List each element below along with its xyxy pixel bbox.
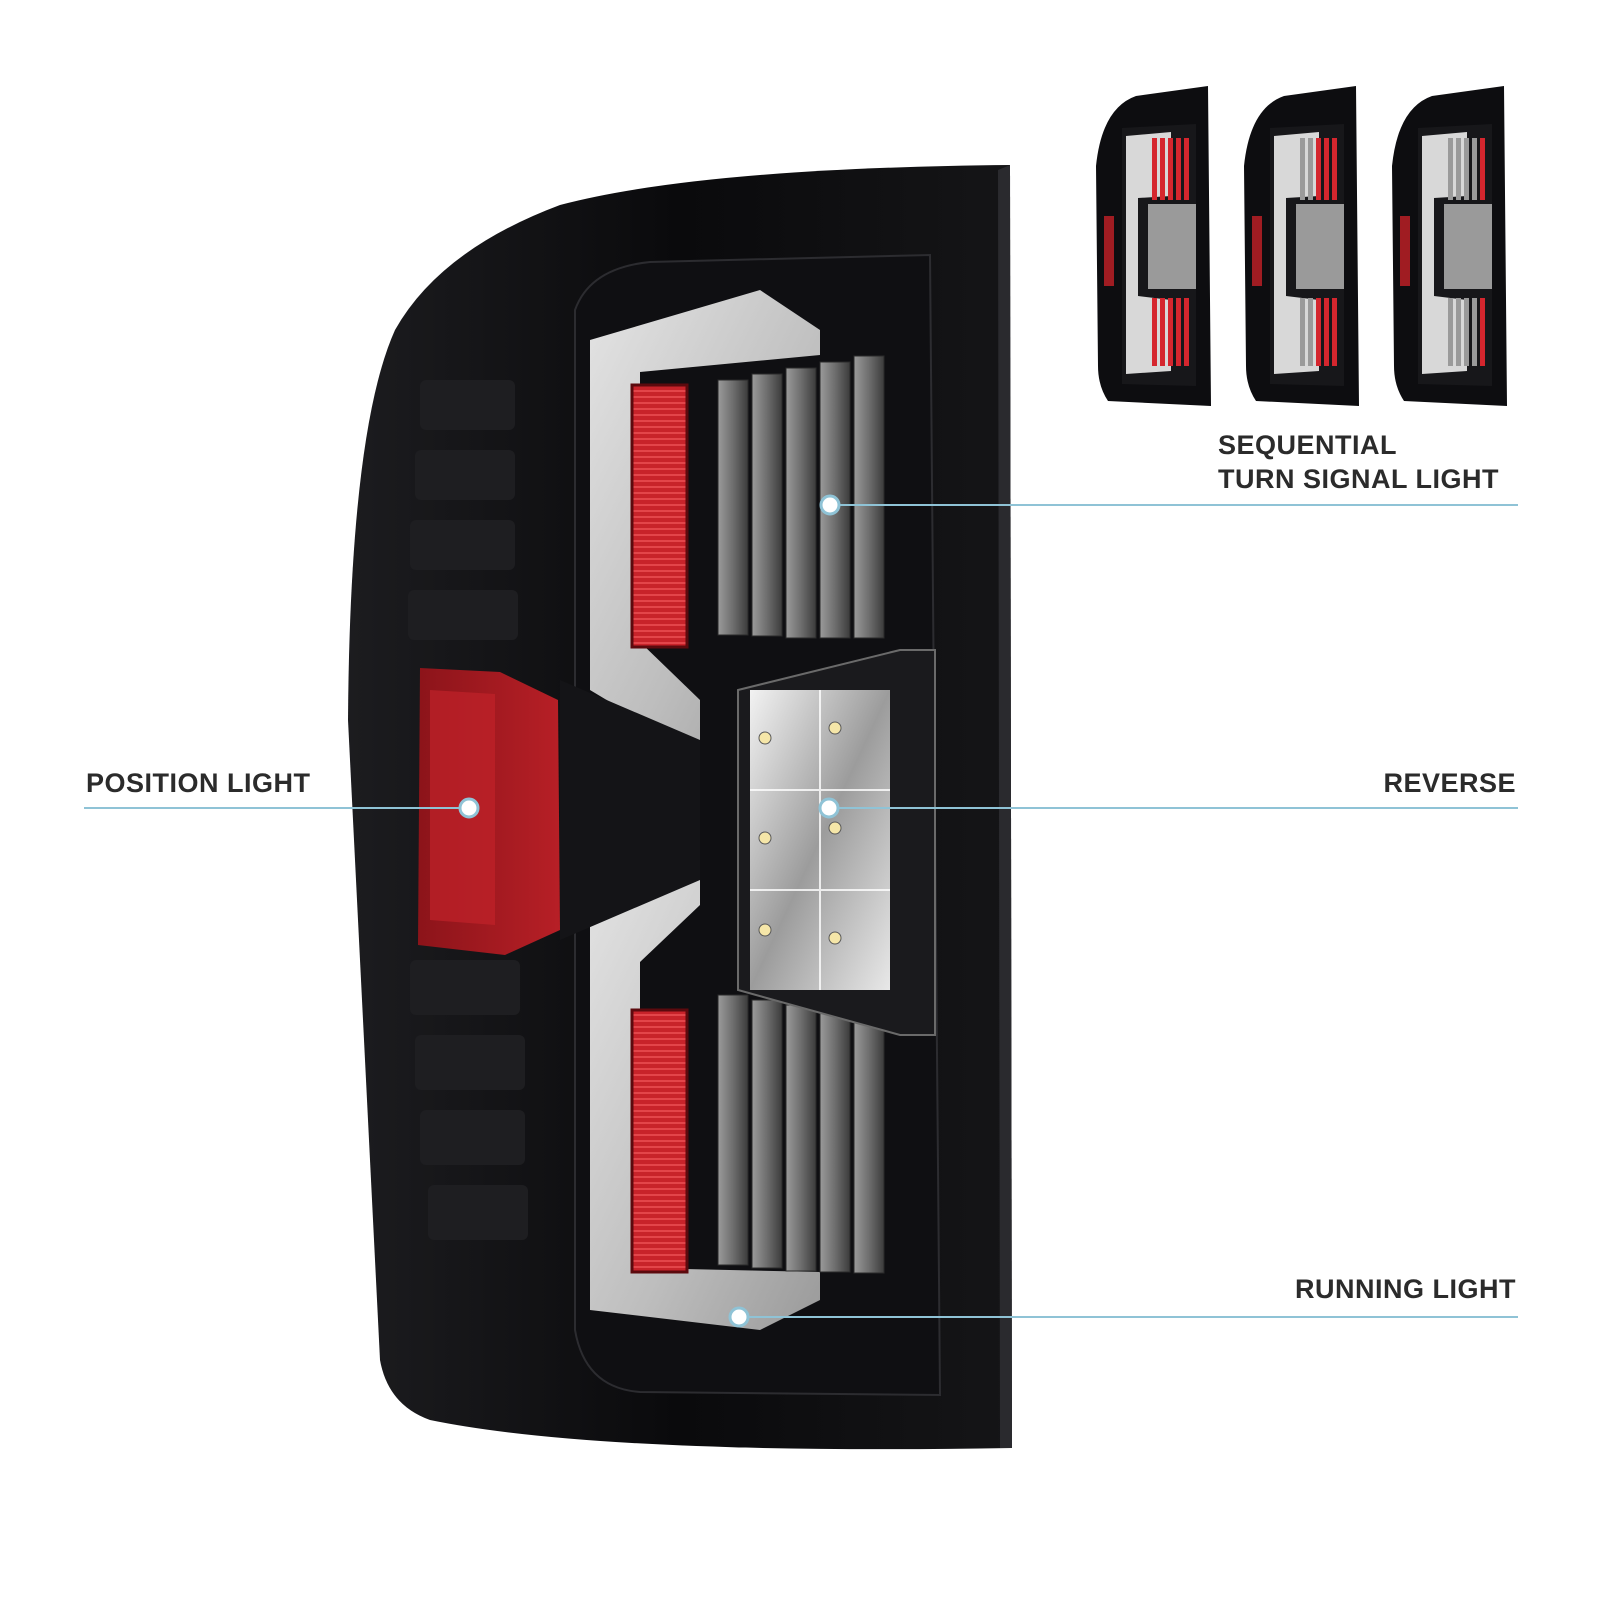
- sequence-thumbnail-2: [1244, 86, 1359, 406]
- callout-sequential-pointer: [819, 494, 1518, 516]
- tail-light-main-image: [348, 165, 1012, 1450]
- sequence-thumbnail-3: [1392, 86, 1507, 406]
- reverse-label: REVERSE: [1383, 768, 1516, 798]
- sequence-thumbnail-1: [1096, 86, 1211, 406]
- callout-position-pointer: [84, 797, 480, 819]
- callout-running-pointer: [728, 1306, 1518, 1328]
- sequential-label-line2: TURN SIGNAL LIGHT: [1218, 464, 1499, 494]
- running-light-label: RUNNING LIGHT: [1295, 1274, 1516, 1304]
- position-light-label: POSITION LIGHT: [86, 768, 311, 798]
- callout-reverse-pointer: [818, 797, 1518, 819]
- sequential-turn-signal-label: SEQUENTIAL TURN SIGNAL LIGHT: [1218, 428, 1499, 496]
- sequential-label-line1: SEQUENTIAL: [1218, 430, 1398, 460]
